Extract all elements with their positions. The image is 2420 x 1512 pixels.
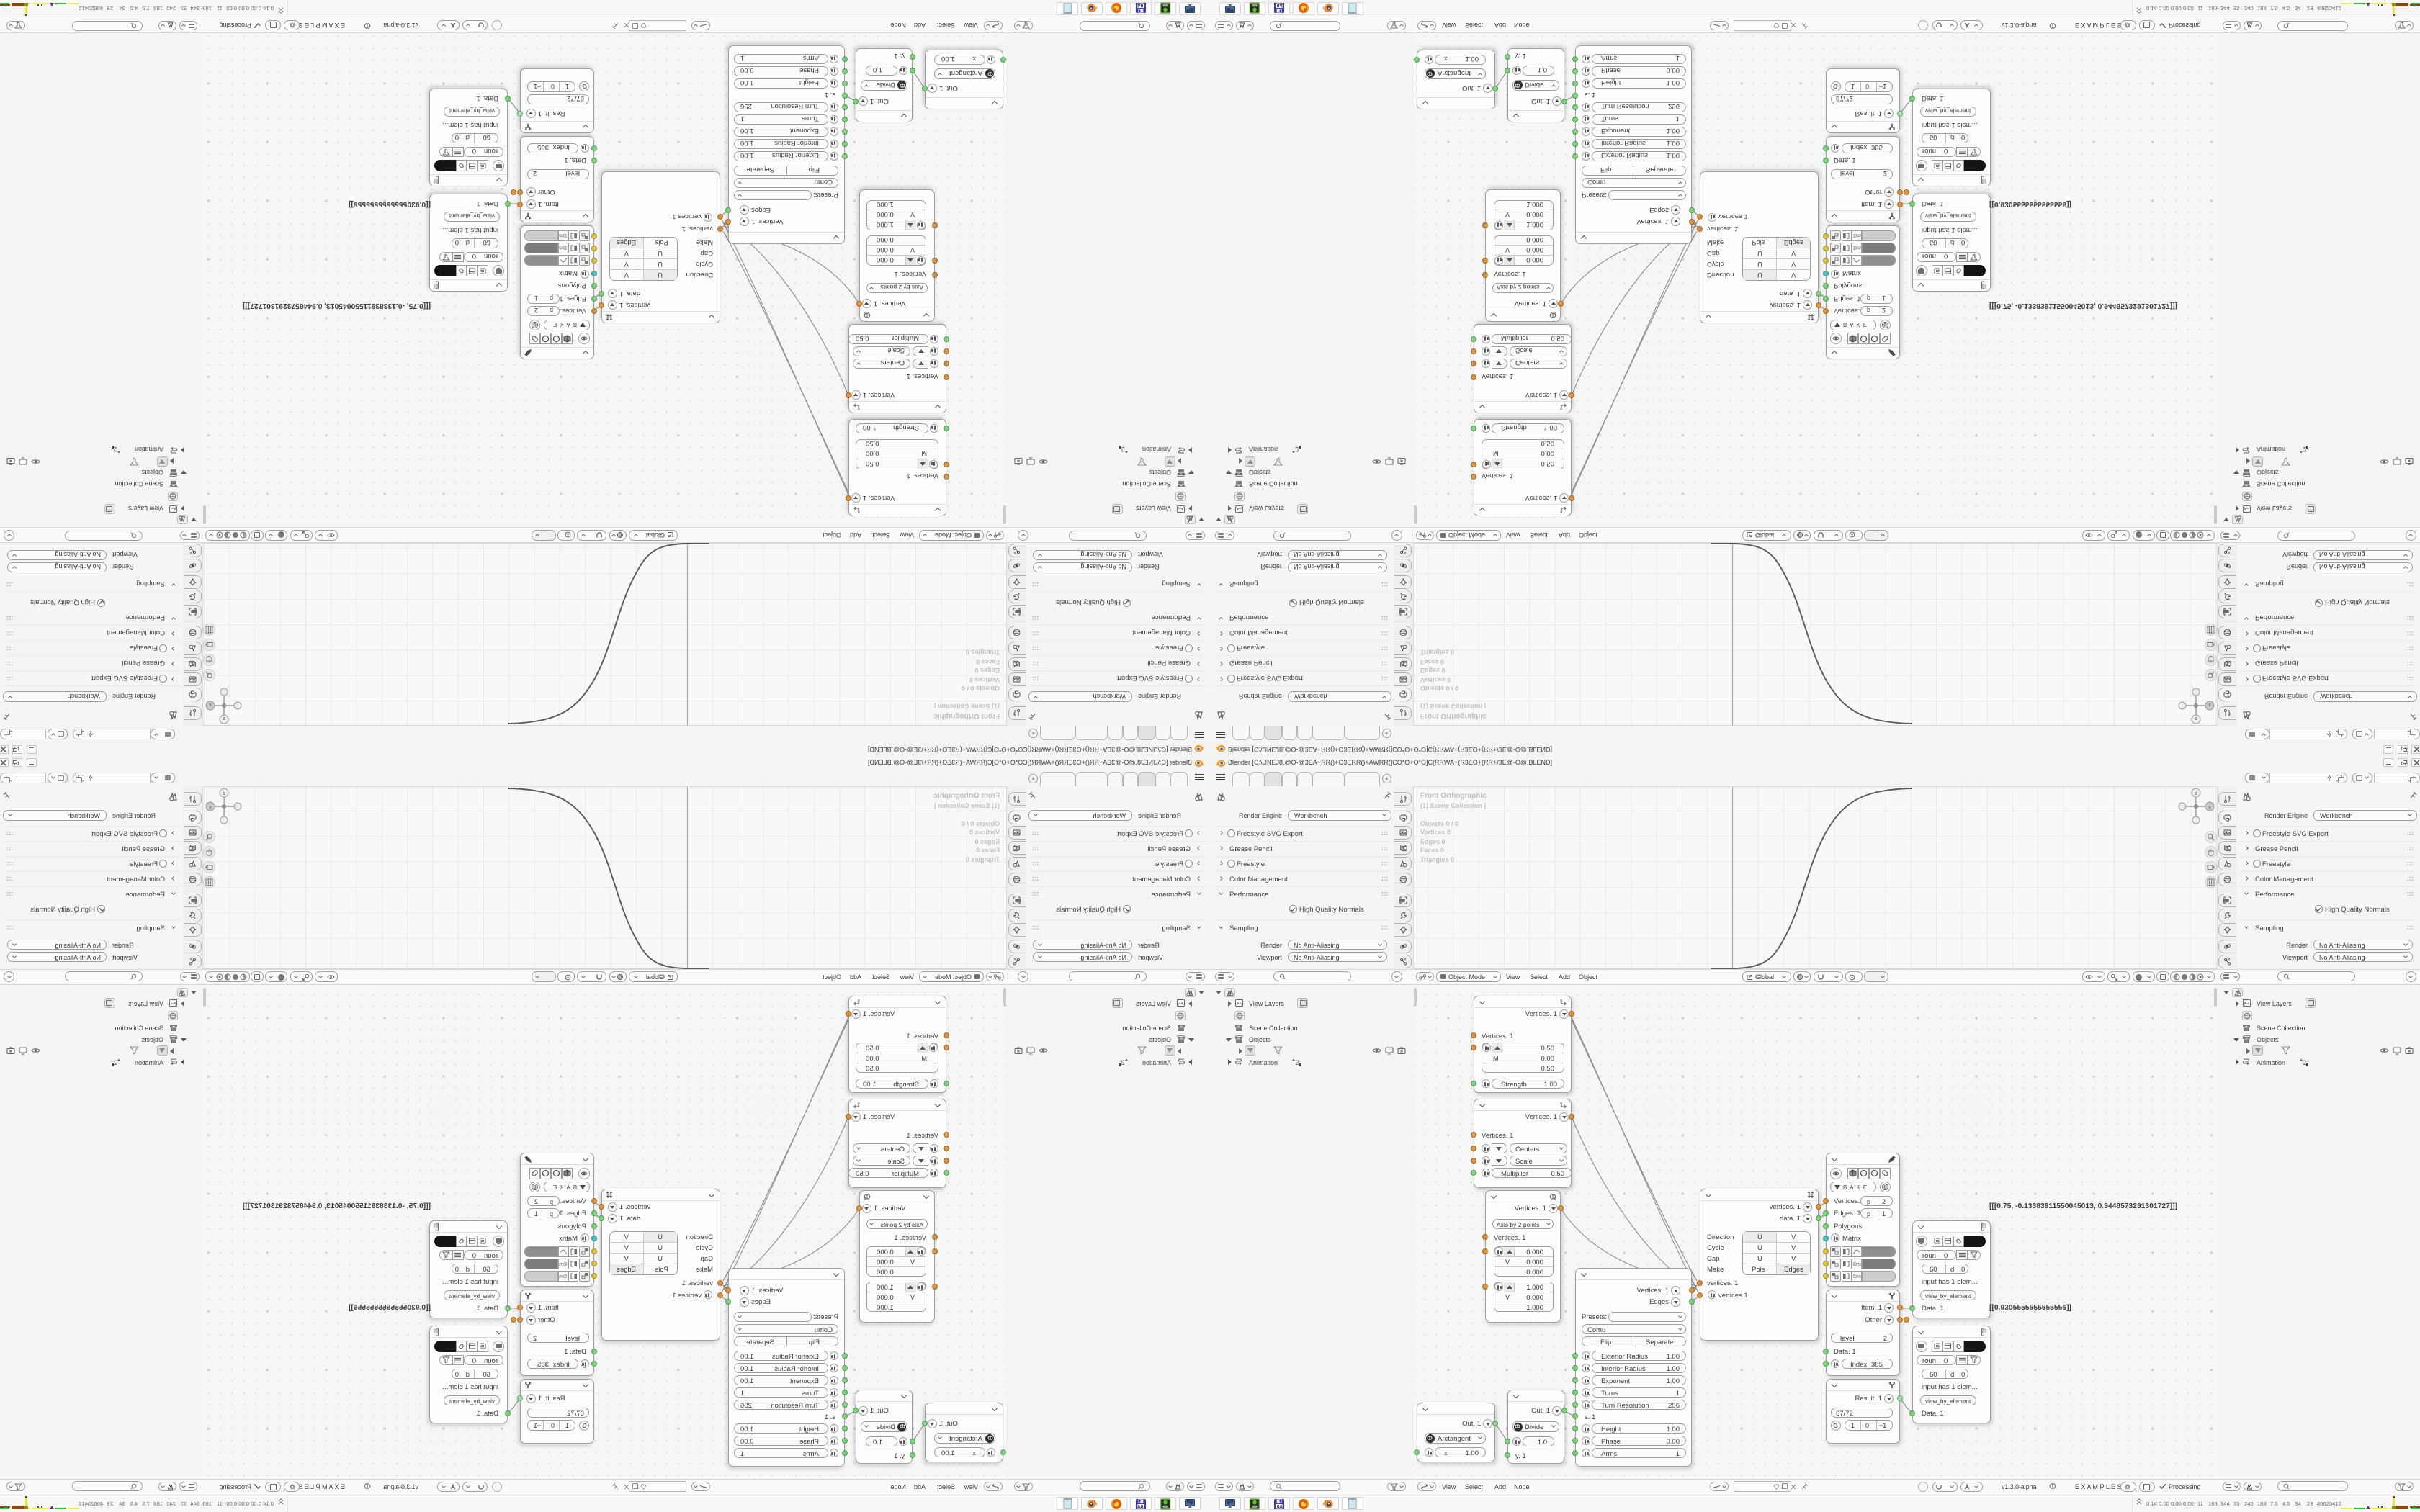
svg-text:2: 2	[1296, 1059, 1299, 1066]
svg-text:x: x	[209, 805, 212, 810]
svg-text:z: z	[2195, 791, 2197, 796]
svg-text:2: 2	[2303, 1059, 2307, 1066]
svg-text:x: x	[209, 702, 212, 707]
svg-text:Dm: Dm	[1853, 1262, 1861, 1267]
svg-text:2: 2	[1121, 1059, 1124, 1066]
svg-text:64: 64	[1277, 3, 1283, 8]
svg-text:64: 64	[1137, 3, 1143, 8]
svg-text:3: 3	[1554, 1197, 1556, 1202]
svg-text:2: 2	[2303, 446, 2307, 453]
svg-text:2: 2	[1296, 446, 1299, 453]
svg-text:2: 2	[1121, 446, 1124, 453]
svg-text:Dm: Dm	[559, 233, 567, 238]
svg-text:64: 64	[1137, 1504, 1143, 1509]
svg-text:2: 2	[113, 446, 117, 453]
svg-text:3: 3	[1554, 310, 1556, 315]
svg-text:Dm: Dm	[559, 1262, 567, 1267]
svg-text:z: z	[223, 791, 225, 796]
svg-text:z: z	[223, 716, 225, 721]
svg-text:Dm: Dm	[1853, 245, 1861, 250]
svg-text:Dm: Dm	[559, 245, 567, 250]
svg-text:x: x	[2208, 805, 2211, 810]
svg-text:2: 2	[113, 1059, 117, 1066]
svg-text:Dm: Dm	[1853, 233, 1861, 238]
svg-text:Dm: Dm	[559, 1274, 567, 1279]
svg-text:x: x	[2208, 702, 2211, 707]
svg-text:z: z	[2195, 716, 2197, 721]
svg-text:3: 3	[864, 310, 866, 315]
svg-text:64: 64	[1277, 1504, 1283, 1509]
svg-text:3: 3	[864, 1197, 866, 1202]
svg-text:Dm: Dm	[1853, 1274, 1861, 1279]
